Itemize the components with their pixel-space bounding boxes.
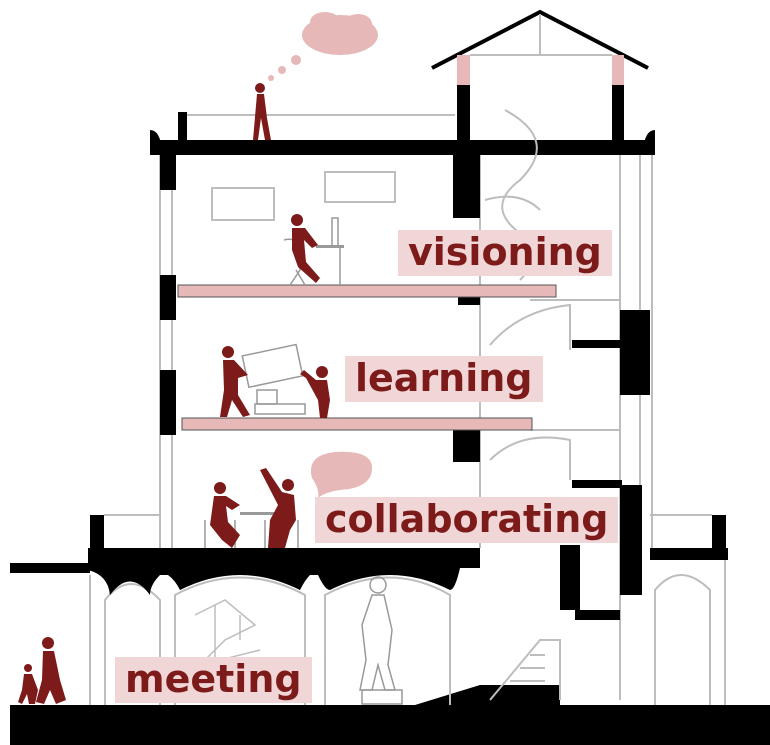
street-line-left bbox=[10, 563, 90, 573]
entry-steps bbox=[415, 685, 560, 705]
attic-wall-right-pink bbox=[612, 55, 624, 85]
parent-and-child bbox=[18, 637, 66, 704]
thought-bubble-cloud bbox=[268, 12, 378, 81]
label-collaborating: collaborating bbox=[315, 497, 619, 543]
abstract-sculpture-lines bbox=[194, 599, 261, 667]
label-visioning: visioning bbox=[398, 230, 612, 276]
person-at-desk bbox=[283, 214, 344, 286]
label-learning: learning bbox=[345, 356, 543, 402]
floor-slab-upper bbox=[177, 284, 557, 298]
ground-floor-slab bbox=[88, 548, 480, 595]
person-on-roof bbox=[253, 83, 271, 140]
speech-bubble bbox=[310, 451, 372, 498]
roof-slab bbox=[150, 140, 655, 155]
people-collaborating bbox=[204, 468, 299, 548]
floor-slab-middle bbox=[181, 417, 533, 431]
cornice-right bbox=[643, 130, 655, 150]
gable-roof bbox=[431, 9, 649, 70]
parapet-left bbox=[90, 515, 104, 555]
basement-vaults bbox=[89, 560, 726, 705]
wall-sections bbox=[160, 150, 650, 620]
ground-slab bbox=[10, 705, 770, 745]
whiteboard-right bbox=[324, 171, 396, 203]
spiral-staircase bbox=[484, 109, 571, 701]
label-meeting: meeting bbox=[115, 657, 312, 703]
attic-wall-left-pink bbox=[457, 55, 470, 85]
right-wing-slab bbox=[650, 548, 728, 560]
cornice-left bbox=[150, 130, 162, 150]
sculpture-david bbox=[359, 576, 403, 705]
whiteboard-left bbox=[211, 187, 275, 221]
roof-parapet-left bbox=[178, 112, 187, 142]
attic-wall-left bbox=[457, 85, 470, 145]
parapet-right bbox=[712, 515, 726, 555]
people-carrying-board bbox=[220, 343, 330, 418]
attic-wall-right bbox=[612, 85, 624, 145]
